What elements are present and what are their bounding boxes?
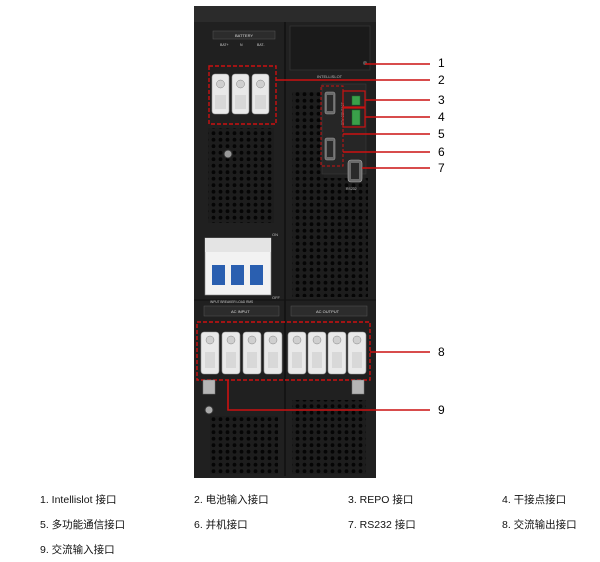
callout-number-9: 9 <box>438 403 445 417</box>
ac-output-label: AC OUTPUT <box>316 309 340 314</box>
ac-input-label: AC INPUT <box>231 309 250 314</box>
legend-item-9: 9. 交流输入接口 <box>40 544 115 556</box>
battery-terminal-label: BAT+ <box>220 43 229 47</box>
ac-terminals-highlight-box <box>196 321 371 381</box>
repo-connector <box>351 95 361 106</box>
battery-terminal-labels: BAT+ N BAT- <box>220 43 265 47</box>
ac-input-header: INPUT BREAKER LOAD RMS <box>210 300 253 304</box>
legend-item-3: 3. REPO 接口 <box>348 494 414 506</box>
vent-grille-left-lower <box>210 416 278 474</box>
ac-input-terminals <box>200 331 283 375</box>
vent-grille-right-upper <box>292 92 324 297</box>
rs232-label: RS232 <box>346 187 357 191</box>
battery-header-label: BATTERY <box>235 33 253 38</box>
intellislot-cover <box>289 25 371 71</box>
db9-port-lower <box>324 137 336 161</box>
top-panel-edge <box>194 6 376 22</box>
callout-number-3: 3 <box>438 93 445 107</box>
legend-item-6: 6. 并机接口 <box>194 519 248 531</box>
rs232-port <box>347 159 363 183</box>
breaker-on-label: ON <box>272 232 278 237</box>
battery-input-terminals <box>211 73 270 115</box>
legend-item-7: 7. RS232 接口 <box>348 519 416 531</box>
callout-line-9 <box>227 380 430 411</box>
vent-grille-right-lower-upper <box>324 178 368 297</box>
dry-contact-connector <box>351 109 361 126</box>
battery-terminal-label: BAT- <box>257 43 265 47</box>
intellislot-label: INTELLISLOT <box>317 74 343 79</box>
callout-number-6: 6 <box>438 145 445 159</box>
legend-item-1: 1. Intellislot 接口 <box>40 494 117 506</box>
vent-grille-left-upper <box>208 128 274 223</box>
callout-number-2: 2 <box>438 73 445 87</box>
legend-item-2: 2. 电池输入接口 <box>194 494 269 506</box>
db9-port-upper <box>324 91 336 115</box>
battery-highlight-box <box>208 65 277 125</box>
callout-number-7: 7 <box>438 161 445 175</box>
ac-output-terminals <box>287 331 367 375</box>
callout-number-5: 5 <box>438 127 445 141</box>
callout-lines <box>227 63 430 411</box>
legend-item-8: 8. 交流输出接口 <box>502 519 577 531</box>
legend-item-5: 5. 多功能通信接口 <box>40 519 126 531</box>
breaker-off-label: OFF <box>272 295 281 300</box>
legend-item-4: 4. 干接点接口 <box>502 494 567 506</box>
callout-number-8: 8 <box>438 345 445 359</box>
vent-grille-right-lower <box>292 400 366 474</box>
battery-terminal-label: N <box>240 43 243 47</box>
callout-number-1: 1 <box>438 56 445 70</box>
callout-number-4: 4 <box>438 110 445 124</box>
ups-rear-panel-diagram: INTELLISLOT BATTERY BAT+ N BAT- ON OFF <box>194 6 430 478</box>
